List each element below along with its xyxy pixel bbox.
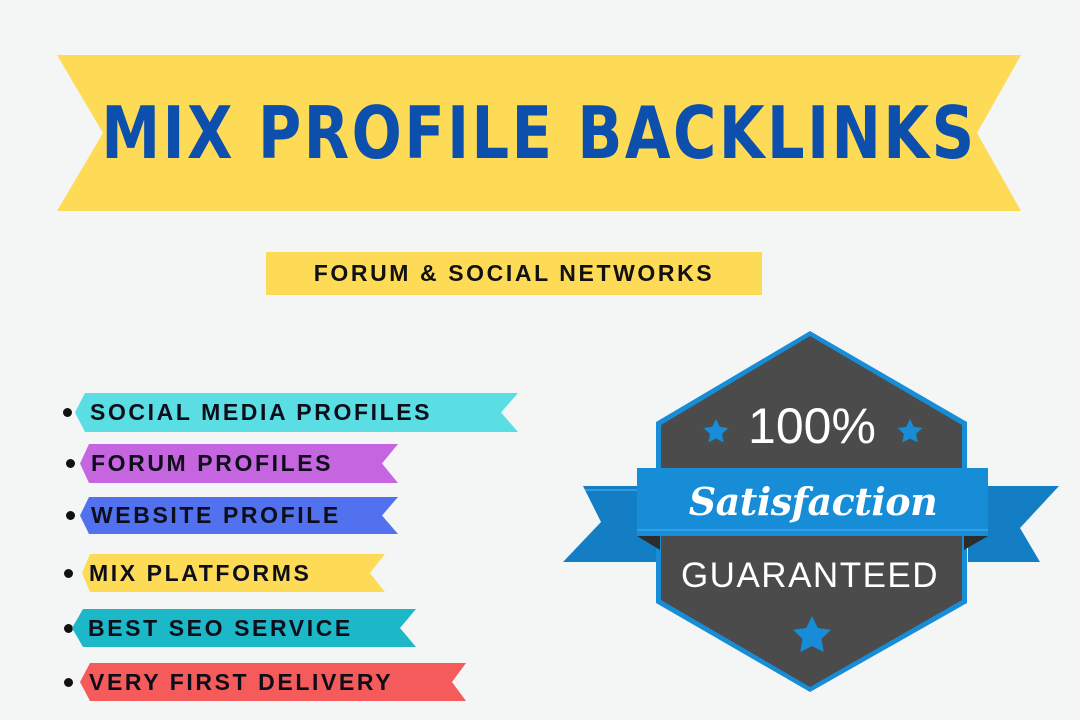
bullet-icon (64, 678, 73, 687)
badge-bottom-text: GUARANTEED (680, 556, 940, 595)
bullet-icon (64, 624, 73, 633)
subtitle-label: FORUM & SOCIAL NETWORKS (266, 252, 762, 295)
bullet-icon (64, 569, 73, 578)
bullet-icon (63, 408, 72, 417)
badge-ribbon-text: Satisfaction (688, 479, 938, 524)
ribbon-shape (72, 609, 416, 647)
feature-label: BEST SEO SERVICE (88, 615, 353, 641)
bullet-icon (66, 511, 75, 520)
feature-label: VERY FIRST DELIVERY (89, 669, 394, 695)
ribbon-shape (80, 663, 466, 701)
feature-ribbon: SOCIAL MEDIA PROFILES (75, 393, 518, 432)
ribbon-shape (75, 393, 518, 432)
ribbon-shape (82, 554, 385, 592)
star-icon (703, 419, 729, 443)
feature-label: WEBSITE PROFILE (91, 502, 341, 528)
star-icon (897, 419, 923, 443)
feature-ribbon: WEBSITE PROFILE (80, 497, 398, 534)
feature-ribbon: VERY FIRST DELIVERY (80, 663, 466, 701)
feature-label: FORUM PROFILES (91, 450, 334, 476)
banner-title: MIX PROFILE BACKLINKS (101, 91, 977, 175)
feature-label: MIX PLATFORMS (89, 560, 312, 586)
badge-percent: 100% (748, 398, 876, 454)
feature-label: SOCIAL MEDIA PROFILES (90, 399, 433, 425)
ribbon-shape (80, 444, 398, 483)
feature-ribbon: MIX PLATFORMS (82, 554, 385, 592)
feature-ribbon: FORUM PROFILES (80, 444, 398, 483)
ribbon-shape (80, 497, 398, 534)
star-icon (793, 616, 831, 653)
bullet-icon (66, 459, 75, 468)
feature-ribbon: BEST SEO SERVICE (72, 609, 416, 647)
